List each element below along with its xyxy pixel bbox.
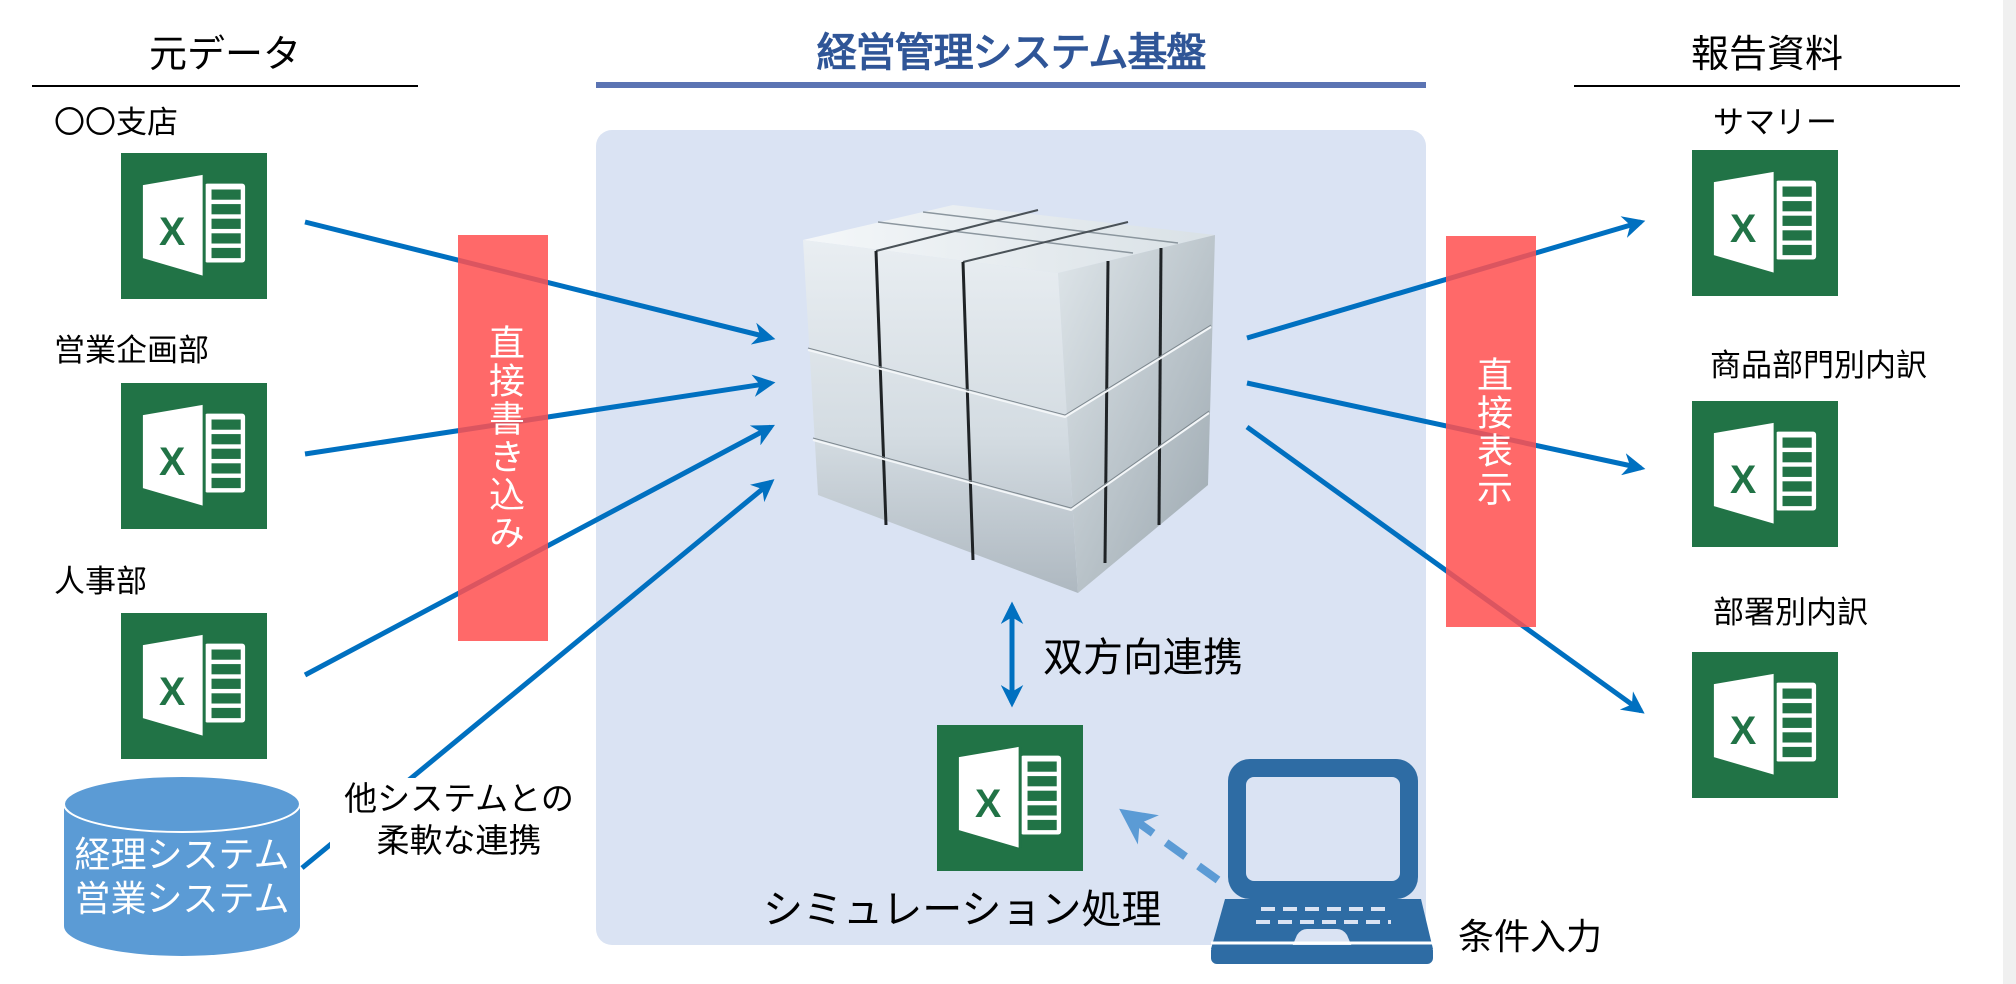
report-label-summary: サマリー — [1713, 105, 1837, 141]
excel-icon[interactable]: X — [121, 383, 267, 529]
source-label-hr: 人事部 — [54, 564, 147, 600]
direct-write-bar: 直接書き込み — [458, 235, 548, 641]
direct-display-bar: 直接表示 — [1446, 236, 1536, 627]
simulation-label: シミュレーション処理 — [763, 887, 1162, 933]
header-source-underline — [32, 85, 418, 87]
data-cube-icon — [803, 195, 1218, 593]
svg-text:X: X — [1730, 458, 1756, 502]
svg-text:X: X — [1730, 709, 1756, 753]
excel-icon[interactable]: X — [121, 613, 267, 759]
title-underline — [596, 82, 1426, 88]
laptop-icon — [1211, 759, 1433, 964]
excel-icon[interactable]: X — [121, 153, 267, 299]
database-cylinder-icon — [62, 774, 302, 958]
header-reports-underline — [1574, 85, 1960, 87]
excel-icon[interactable]: X — [1692, 150, 1838, 296]
header-source-data: 元データ — [148, 32, 301, 76]
database-label-accounting: 経理システム — [74, 835, 290, 876]
svg-text:X: X — [159, 670, 185, 714]
svg-text:X: X — [975, 782, 1001, 826]
simulation-excel-icon[interactable]: X — [937, 725, 1083, 871]
direct-display-label: 直接表示 — [1471, 355, 1512, 508]
report-label-department-breakdown: 部署別内訳 — [1713, 595, 1868, 631]
integration-note: 他システムとの 柔軟な連携 — [330, 778, 588, 862]
page-title: 経営管理システム基盤 — [816, 30, 1207, 76]
report-label-product-breakdown: 商品部門別内訳 — [1710, 348, 1927, 384]
excel-icon[interactable]: X — [1692, 652, 1838, 798]
source-label-branch: 〇〇支店 — [54, 105, 178, 141]
excel-icon[interactable]: X — [1692, 401, 1838, 547]
integration-note-line1: 他システムとの — [344, 779, 574, 818]
database-label-sales: 営業システム — [74, 879, 290, 920]
scrollbar-track[interactable] — [2003, 0, 2016, 984]
svg-text:X: X — [159, 440, 185, 484]
condition-input-label: 条件入力 — [1458, 917, 1603, 958]
integration-note-line2: 柔軟な連携 — [376, 821, 542, 860]
bidirectional-label: 双方向連携 — [1043, 635, 1243, 681]
svg-text:X: X — [1730, 207, 1756, 251]
header-reports: 報告資料 — [1690, 32, 1843, 76]
svg-text:X: X — [159, 210, 185, 254]
database-label: 経理システム 営業システム — [62, 834, 302, 922]
direct-write-label: 直接書き込み — [483, 324, 524, 552]
source-label-sales-planning: 営業企画部 — [54, 333, 209, 369]
